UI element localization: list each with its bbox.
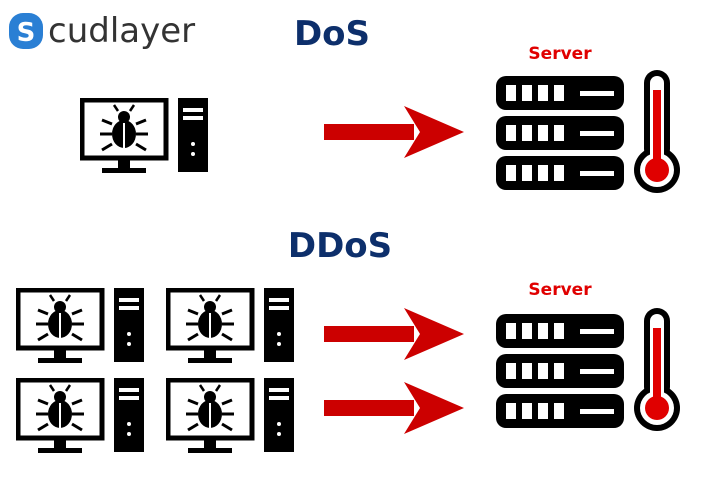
dos-thermometer-icon [634,70,680,193]
brand-logo: S cudlayer [8,8,208,52]
dos-arrow-icon [324,106,464,158]
dos-attacker-computer-icon [80,98,210,174]
logo-text: cudlayer [48,11,196,51]
ddos-attacker-computer-icon [16,378,146,454]
dos-server-icon [496,76,624,190]
ddos-server-label: Server [528,280,592,300]
svg-text:S: S [17,18,36,48]
ddos-arrow-top-icon [324,308,464,360]
ddos-server-icon [496,314,624,428]
ddos-attacker-computer-icon [166,378,296,454]
dos-title: DoS [293,14,371,54]
dos-server-label: Server [528,44,592,64]
ddos-thermometer-icon [634,308,680,431]
ddos-title: DDoS [287,226,393,266]
ddos-attacker-computer-icon [16,288,146,364]
logo-mark-icon: S [9,13,43,49]
ddos-arrow-bottom-icon [324,382,464,434]
ddos-attacker-computer-icon [166,288,296,364]
